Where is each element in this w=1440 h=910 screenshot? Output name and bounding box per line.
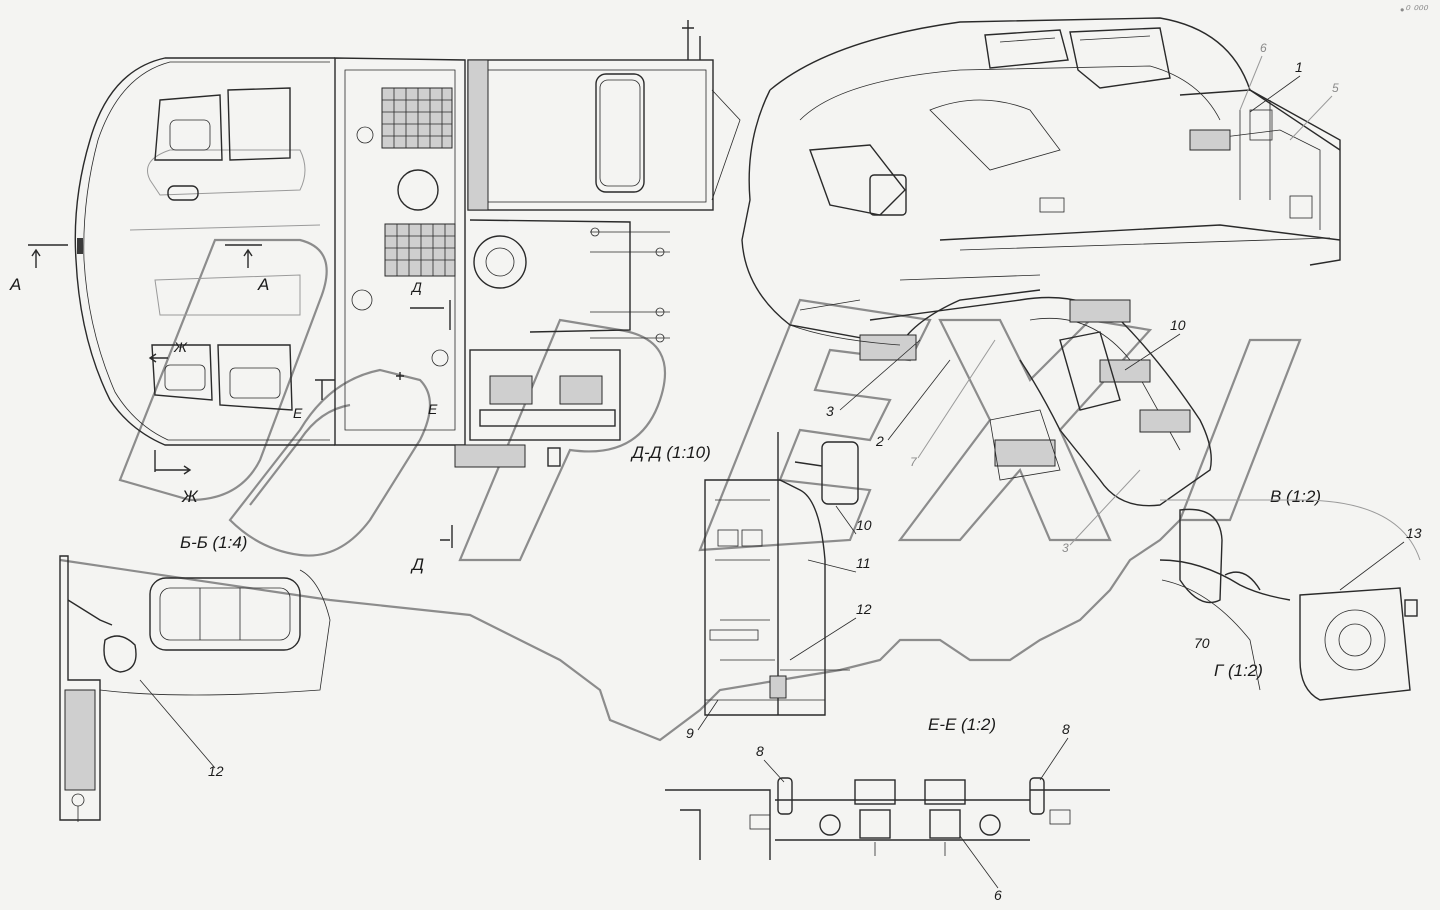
cab-top-view — [74, 20, 741, 468]
callout-6-bottom: 6 — [994, 887, 1002, 903]
dd-callouts: 10 11 12 9 — [686, 505, 872, 741]
callout-8-left: 8 — [756, 743, 764, 759]
iso-callouts: 1 6 5 10 3 2 7 3 — [826, 41, 1339, 555]
callout-5: 5 — [1332, 81, 1339, 95]
bb-callouts: 12 — [139, 679, 224, 779]
section-a-right-label: A — [257, 275, 269, 294]
callout-3-left: 3 — [826, 403, 834, 419]
cab-isometric-view — [741, 17, 1341, 507]
view-v-g: В (1:2) Г (1:2) — [1159, 487, 1421, 701]
view-bb-title: Б-Б (1:4) — [180, 533, 247, 552]
section-zh-bottom-label: Ж — [181, 487, 199, 506]
view-bb: Б-Б (1:4) — [59, 533, 331, 822]
section-a-left-label: A — [9, 275, 21, 294]
callout-11: 11 — [856, 555, 871, 571]
view-v-title: В (1:2) — [1270, 487, 1321, 506]
view-ee-title: Е-Е (1:2) — [928, 715, 996, 734]
callout-12-bb: 12 — [208, 763, 224, 779]
callout-8-right: 8 — [1062, 721, 1070, 737]
section-d-top-label: Д — [410, 279, 422, 295]
callout-12-dd: 12 — [856, 601, 872, 617]
view-dd-title: Д-Д (1:10) — [630, 443, 711, 462]
vg-callouts: 13 70 — [1194, 525, 1422, 651]
callout-10-dd: 10 — [856, 517, 872, 533]
section-e-left-label: Е — [293, 405, 303, 421]
view-g-title: Г (1:2) — [1214, 661, 1263, 680]
view-dd: Д-Д (1:10) — [630, 432, 859, 716]
callout-2: 2 — [875, 433, 884, 449]
view-ee: Е-Е (1:2) — [665, 715, 1110, 860]
section-marks: A A Ж Ж Д Д Е Е — [9, 244, 453, 574]
callout-9: 9 — [686, 725, 694, 741]
callout-6-top: 6 — [1260, 41, 1267, 55]
section-d-bottom-label: Д — [410, 555, 424, 574]
callout-10-iso: 10 — [1170, 317, 1186, 333]
section-e-right-label: Е — [428, 401, 438, 417]
callout-3-right: 3 — [1062, 541, 1069, 555]
callout-1: 1 — [1295, 59, 1303, 75]
corner-mark: •⁰ ⁰⁰⁰ — [1400, 3, 1429, 17]
callout-7: 7 — [910, 455, 918, 469]
callout-70: 70 — [1194, 635, 1210, 651]
section-zh-top-label: Ж — [173, 339, 188, 355]
ee-callouts: 8 8 6 — [756, 721, 1070, 903]
callout-13: 13 — [1406, 525, 1422, 541]
